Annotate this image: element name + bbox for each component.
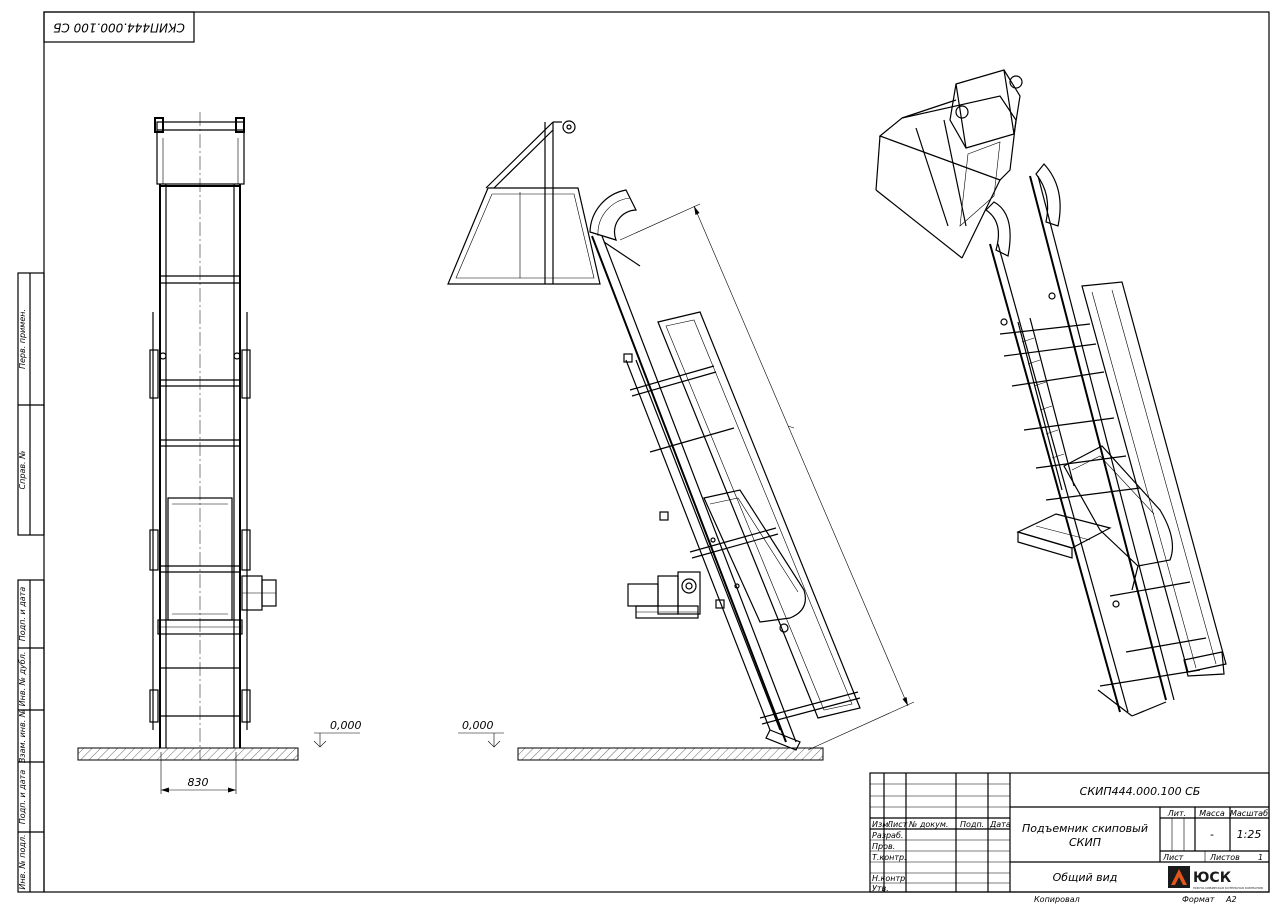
logo-text: ЮСК: [1193, 870, 1232, 886]
tb-format-label: Формат: [1182, 895, 1215, 904]
tb-role-2: Пров.: [872, 842, 895, 851]
front-view: 830 0,000: [77, 112, 362, 794]
tb-sheets-value: 1: [1258, 853, 1263, 862]
tb-mass-value: -: [1210, 828, 1214, 841]
side-stamp-3: Подп. и дата: [18, 587, 27, 642]
tb-role-1: Разраб.: [872, 831, 903, 840]
tb-header-izm: Изм.: [872, 820, 891, 829]
tb-role-4: Н.контр.: [872, 874, 908, 883]
tb-col-scale: Масштаб: [1230, 809, 1268, 818]
tb-doc-type: Общий вид: [1053, 871, 1118, 884]
isometric-view: [875, 69, 1227, 717]
side-stamp-2: Справ. №: [18, 451, 27, 490]
top-stamp-text: СКИП444.000.100 СБ: [53, 21, 185, 35]
tb-scale-value: 1:25: [1237, 828, 1262, 841]
tb-sheets-label: Листов: [1209, 853, 1240, 862]
tb-copied: Копировал: [1034, 895, 1080, 904]
tb-role-3: Т.контр.: [872, 853, 907, 862]
tb-header-sign: Подп.: [960, 820, 984, 829]
tb-name-line1: Подъемник скиповый: [1022, 822, 1148, 835]
side-stamp-4: Инв. № дубл.: [18, 652, 27, 707]
side-view: 0,000: [447, 120, 915, 761]
tb-col-lit: Лит.: [1167, 809, 1186, 818]
logo-tagline: ЮЖНО-СИБИРСКАЯ КОТЕЛЬНАЯ КОМПАНИЯ: [1193, 886, 1263, 890]
tb-name-line2: СКИП: [1069, 836, 1101, 849]
side-stamps: Перв. примен. Справ. № Подп. и дата Инв.…: [17, 272, 45, 893]
side-stamp-1: Перв. примен.: [18, 309, 27, 369]
side-stamp-5: Взам. инв. №: [18, 709, 27, 763]
front-dim-width: 830: [188, 776, 209, 789]
tb-format-value: А2: [1225, 895, 1237, 904]
tb-header-date: Дата: [989, 820, 1011, 829]
tb-role-5: Утв.: [872, 884, 889, 893]
side-stamp-7: Инв. № подл.: [18, 834, 27, 889]
tb-header-doc: № докум.: [908, 820, 948, 829]
title-block: Изм. Лист № докум. Подп. Дата Разраб. Пр…: [869, 772, 1270, 904]
tb-col-mass: Масса: [1199, 809, 1225, 818]
side-level-label: 0,000: [462, 719, 494, 732]
company-logo: ЮСК ЮЖНО-СИБИРСКАЯ КОТЕЛЬНАЯ КОМПАНИЯ: [1168, 866, 1263, 890]
front-level-label: 0,000: [330, 719, 362, 732]
tb-sheet-label: Лист: [1162, 853, 1184, 862]
tb-designation: СКИП444.000.100 СБ: [1080, 785, 1201, 798]
tb-header-list: Лист: [886, 820, 908, 829]
side-stamp-6: Подп. и дата: [18, 770, 27, 825]
top-stamp: СКИП444.000.100 СБ: [43, 11, 195, 43]
